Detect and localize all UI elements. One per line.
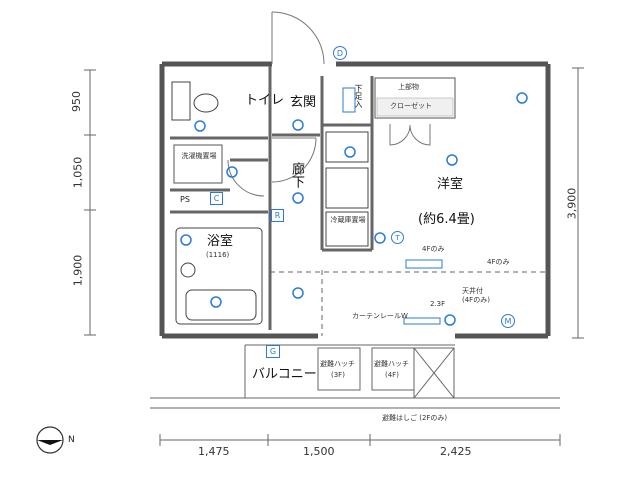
closet-top-label: 上部物	[398, 83, 419, 91]
dim-bottom-3: 2,425	[440, 445, 472, 458]
ceiling-lights	[180, 92, 528, 326]
inner-walls	[170, 66, 374, 330]
room-laundry: 洗濯機置場	[181, 152, 217, 160]
room-bath-size: (1116)	[206, 251, 230, 259]
wall-fixtures	[342, 87, 443, 325]
marker-g: G	[266, 345, 280, 358]
room-shoe-box: 下足入	[354, 84, 363, 108]
closet-label: クローゼット	[390, 102, 432, 110]
room-western-size: (約6.4畳)	[418, 212, 475, 227]
kitchen-units	[325, 131, 369, 247]
outer-walls	[159, 61, 551, 339]
room-bath: 浴室	[207, 234, 234, 249]
toilet-fixture	[171, 81, 219, 121]
bathtub	[175, 227, 263, 325]
compass-label: N	[68, 435, 75, 445]
marker-t: T	[391, 231, 404, 244]
laundry-box	[173, 144, 223, 184]
dim-left-1: 950	[70, 91, 83, 112]
hatch-4f-label: 避難ハッチ	[374, 360, 409, 368]
closet-shelf	[376, 97, 454, 117]
note-4f-only-2: 4Fのみ	[487, 258, 510, 266]
hatch-3f: (3F)	[331, 371, 345, 379]
marker-m: M	[501, 314, 515, 328]
dim-bottom-2: 1,500	[303, 445, 335, 458]
dimension-lines	[84, 67, 584, 446]
marker-c: C	[210, 192, 223, 205]
dim-left-2: 1,050	[71, 156, 85, 189]
doors	[227, 11, 431, 197]
balcony-lines	[150, 344, 560, 409]
dim-left-3: 1,900	[71, 254, 85, 287]
dashed-lines	[270, 95, 545, 336]
dim-right: 3,900	[565, 187, 579, 220]
room-western: 洋室	[437, 177, 464, 192]
room-storage: 冷蔵庫置場	[330, 216, 366, 224]
note-4f-only: 4Fのみ	[422, 245, 445, 253]
marker-d: D	[333, 46, 347, 60]
marker-r: R	[271, 209, 284, 222]
room-toilet: トイレ	[245, 93, 285, 108]
room-balcony: バルコニー	[252, 367, 317, 382]
room-entrance: 玄関	[290, 95, 317, 110]
note-ceiling-4f: (4Fのみ)	[462, 296, 490, 304]
note-curtain-rail: カーテンレールW	[352, 312, 408, 320]
note-ceiling: 天井付	[462, 287, 483, 295]
note-evac-ladder: 避難はしご (2Fのみ)	[382, 414, 448, 422]
room-hallway: 廊下	[289, 162, 304, 188]
hatch-4f: (4F)	[385, 371, 399, 379]
compass	[36, 426, 64, 454]
room-ps: PS	[180, 195, 190, 204]
note-floor-23f: 2.3F	[430, 300, 446, 308]
hatch-3f-label: 避難ハッチ	[320, 360, 355, 368]
dim-bottom-1: 1,475	[198, 445, 230, 458]
